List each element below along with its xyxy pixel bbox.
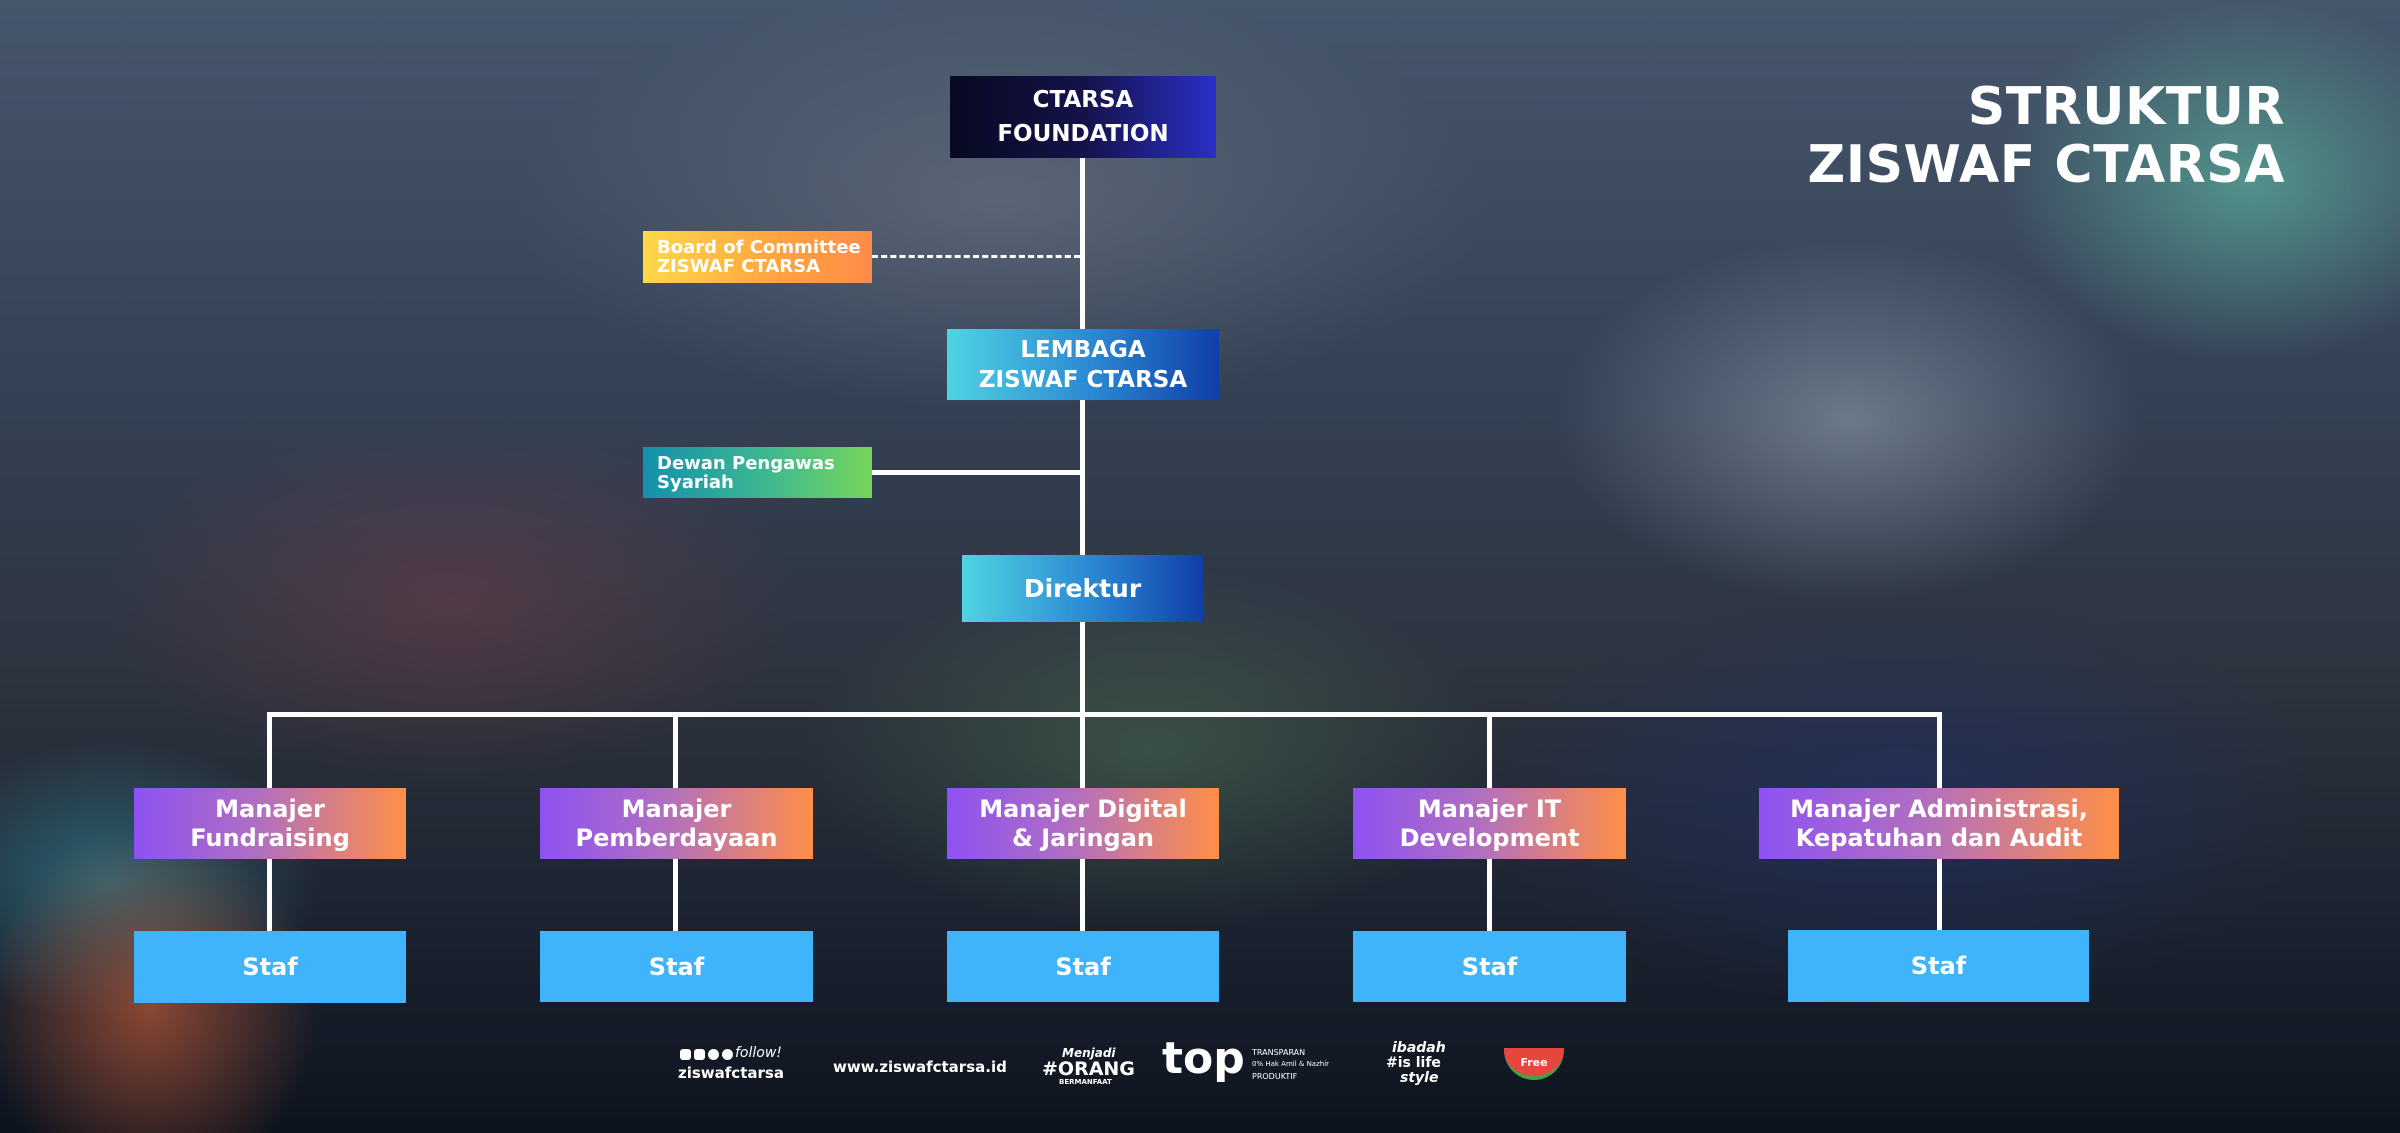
staf-line-1 (267, 858, 272, 932)
node-manajer-administrasi: Manajer Administrasi, Kepatuhan dan Audi… (1759, 788, 2119, 859)
title-line-1: STRUKTUR (1967, 77, 2285, 137)
free-badge-text: Free (1520, 1055, 1548, 1069)
node-manajer-pemberdayaan: Manajer Pemberdayaan (540, 788, 813, 859)
node-board-of-committee: Board of Committee ZISWAF CTARSA (643, 231, 872, 283)
title-line-2: ZISWAF CTARSA (1807, 135, 2285, 195)
node-manajer-fundraising: Manajer Fundraising (134, 788, 406, 859)
social-media-icons (680, 1049, 733, 1060)
node-ctarsa-foundation: CTARSA FOUNDATION (950, 76, 1216, 158)
board-dashed-connector (872, 255, 1080, 258)
staf-line-2 (673, 858, 678, 932)
node-direktur: Direktur (962, 555, 1203, 622)
top-logo: top (1162, 1033, 1245, 1084)
youtube-icon (680, 1049, 691, 1060)
drop-line-2 (673, 712, 678, 792)
drop-line-3 (1080, 712, 1085, 792)
node-manajer-it-development: Manajer IT Development (1353, 788, 1626, 859)
top-line-2: 0% Hak Amil & Nazhir (1252, 1060, 1330, 1068)
top-line-1: TRANSPARAN (1252, 1048, 1306, 1057)
node-dewan-pengawas-syariah: Dewan Pengawas Syariah (643, 447, 872, 498)
node-staf-4: Staf (1353, 931, 1626, 1002)
social-handle: ziswafctarsa (678, 1064, 784, 1082)
top-line-3: PRODUKTIF (1252, 1072, 1298, 1081)
node-lembaga-ziswaf: LEMBAGA ZISWAF CTARSA (947, 329, 1219, 400)
website-link[interactable]: www.ziswafctarsa.id (833, 1058, 1007, 1076)
instagram-icon (708, 1049, 719, 1060)
drop-line-5 (1937, 712, 1942, 792)
staf-line-3 (1080, 858, 1085, 932)
dewan-connector (872, 470, 1082, 475)
drop-line-4 (1487, 712, 1492, 792)
node-staf-2: Staf (540, 931, 813, 1002)
page-title: STRUKTUR ZISWAF CTARSA (1585, 78, 2285, 194)
badge-bermanfaat: BERMANFAAT (1059, 1078, 1112, 1086)
staf-line-4 (1487, 858, 1492, 932)
tiktok-icon (722, 1049, 733, 1060)
follow-label: follow! (735, 1045, 782, 1061)
badge-orang: #ORANG (1042, 1058, 1135, 1080)
ibadah-line-3: style (1400, 1070, 1439, 1086)
staf-line-5 (1937, 858, 1942, 932)
main-trunk-line (1080, 158, 1085, 732)
badge-menjadi: Menjadi (1062, 1046, 1116, 1060)
node-manajer-digital-jaringan: Manajer Digital & Jaringan (947, 788, 1219, 859)
node-staf-1: Staf (134, 931, 406, 1003)
node-staf-3: Staf (947, 931, 1219, 1002)
drop-line-1 (267, 712, 272, 792)
ibadah-line-2: #is life (1386, 1055, 1441, 1071)
ibadah-line-1: ibadah (1392, 1040, 1446, 1056)
node-staf-5: Staf (1788, 930, 2089, 1002)
facebook-icon (694, 1049, 705, 1060)
manager-horizontal-bus (267, 712, 1942, 717)
